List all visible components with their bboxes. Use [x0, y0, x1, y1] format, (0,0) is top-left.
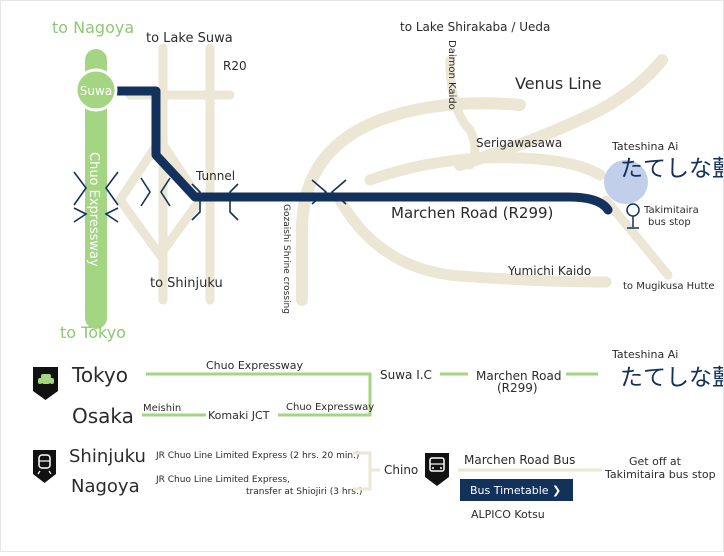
- bus-timetable-button-label[interactable]: Bus Timetable ❯: [470, 484, 561, 497]
- r20-label: R20: [223, 59, 247, 73]
- car-marchen-road-label: Marchen Road: [476, 369, 562, 383]
- suwa-interchange-circle: [74, 68, 118, 112]
- hotel-logo: たてしな藍: [620, 156, 724, 182]
- overpass-mark-3: [140, 177, 171, 207]
- overpass-marks: [73, 171, 347, 223]
- train-route-nagoya-label: JR Chuo Line Limited Express,: [155, 475, 290, 485]
- road-venus-line: [454, 54, 668, 171]
- bus-stop-icon: [626, 203, 640, 229]
- road-yumichi: [334, 194, 612, 288]
- car-suwa-ic-label: Suwa I.C: [380, 368, 432, 382]
- get-off-stop-label: Takimitaira bus stop: [604, 468, 716, 481]
- train-route-shinjuku-label: JR Chuo Line Limited Express (2 hrs. 20 …: [155, 451, 359, 461]
- to-lake-suwa-label: to Lake Suwa: [146, 31, 233, 46]
- origin-osaka-label: Osaka: [72, 404, 134, 428]
- bus-stop-name-label: Takimitaira: [643, 205, 699, 216]
- car-r299-label: (R299): [497, 381, 538, 395]
- car-komaki-jct-label: Komaki JCT: [208, 409, 270, 422]
- to-tokyo-label: to Tokyo: [60, 323, 126, 342]
- origin-nagoya-label: Nagoya: [71, 476, 140, 497]
- bus-stop-suffix-label: bus stop: [648, 217, 691, 228]
- overpass-mark-1: [73, 171, 119, 206]
- car-meishin-label: Meishin: [143, 403, 181, 414]
- hotel-location-marker: [604, 160, 648, 204]
- hotel-name-label: Tateshina Ai: [611, 140, 678, 153]
- train-icon: [33, 450, 56, 483]
- to-lake-shirakaba-label: to Lake Shirakaba / Ueda: [400, 20, 550, 34]
- origin-shinjuku-label: Shinjuku: [69, 446, 146, 467]
- suwa-label: Suwa: [80, 84, 112, 98]
- car-route-tokyo-line: [146, 372, 372, 417]
- legend-hotel-name-label: Tateshina Ai: [611, 348, 678, 361]
- car-chuo-expressway-2-label: Chuo Expressway: [286, 402, 374, 413]
- tunnel-label: Tunnel: [195, 169, 235, 183]
- get-off-label: Get off at: [629, 455, 682, 468]
- legend-hotel-logo: たてしな藍: [620, 365, 724, 391]
- to-shinjuku-label: to Shinjuku: [150, 276, 223, 291]
- bus-icon: [425, 453, 449, 486]
- car-icon: [33, 367, 58, 400]
- route-to-hotel: [111, 86, 613, 215]
- train-route-lines: [353, 451, 602, 491]
- gozaishi-shrine-crossing-label: Gozaishi Shrine crossing: [281, 204, 291, 314]
- to-nagoya-label: to Nagoya: [52, 18, 134, 37]
- car-chuo-expressway-label: Chuo Expressway: [206, 359, 304, 372]
- daimon-kaido-label: Daimon Kaido: [446, 40, 457, 110]
- overpass-mark-2: [73, 207, 119, 223]
- origin-tokyo-label: Tokyo: [71, 363, 128, 387]
- chuo-expressway-label: Chuo Expressway: [86, 152, 101, 267]
- bus-name-label: Marchen Road Bus: [464, 453, 575, 467]
- train-route-nagoya-transfer-label: transfer at Shiojiri (3 hrs.): [246, 487, 362, 497]
- bus-timetable-button[interactable]: Bus Timetable ❯: [460, 479, 573, 501]
- chino-label: Chino: [384, 463, 418, 477]
- bus-company-label: ALPICO Kotsu: [471, 508, 545, 521]
- to-mugikusa-hutte-label: to Mugikusa Hutte: [623, 281, 715, 292]
- tunnel-mark: [191, 183, 239, 221]
- car-route-lines: [142, 372, 598, 417]
- yumichi-kaido-label: Yumichi Kaido: [507, 264, 591, 278]
- marchen-road-label: Marchen Road (R299): [391, 204, 553, 222]
- bus-timetable-button-bg[interactable]: [460, 479, 573, 501]
- venus-line-label: Venus Line: [515, 74, 602, 93]
- road-mugikusa: [601, 195, 673, 280]
- road-inner-loop: [364, 152, 606, 186]
- serigawasawa-label: Serigawasawa: [476, 136, 562, 150]
